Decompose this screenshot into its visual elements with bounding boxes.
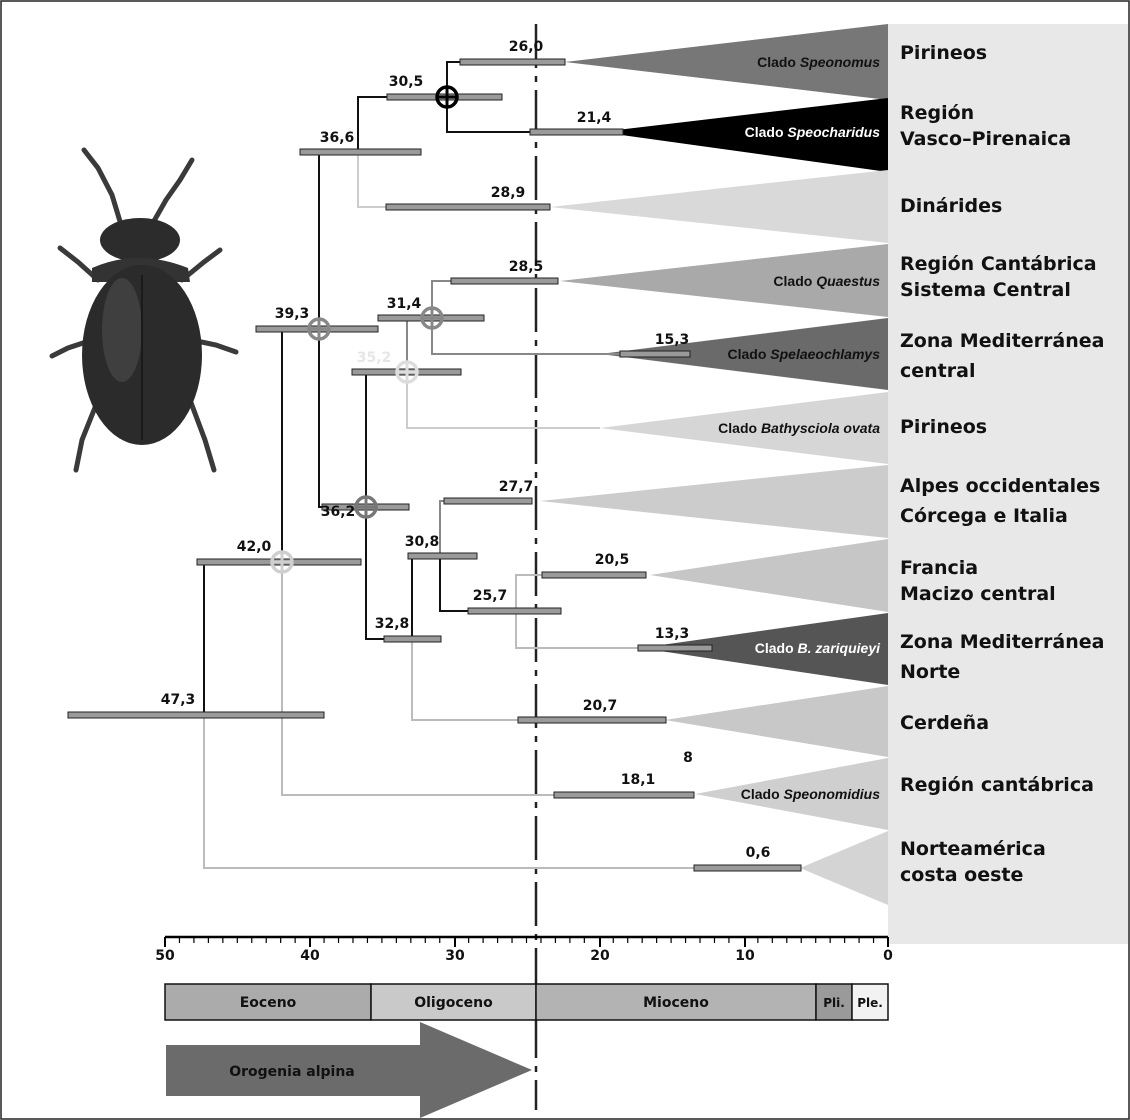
age-label: 27,7 (499, 479, 534, 495)
epoch-label: Mioceno (643, 995, 709, 1011)
clade-label: Clado Speocharidus (745, 124, 881, 140)
region-label-line: Región Cantábrica (900, 251, 1097, 277)
region-label-line: Dinárides (900, 193, 1002, 219)
clade-label: Clado Spelaeochlamys (727, 346, 880, 362)
age-label: 31,4 (387, 296, 422, 312)
region-label: Norteaméricacosta oeste (900, 836, 1046, 888)
age-interval-bar (542, 572, 646, 578)
age-label: 20,5 (595, 552, 630, 568)
age-label: 21,4 (577, 110, 612, 126)
region-label-line: Norteamérica (900, 836, 1046, 862)
region-label-line: central (900, 356, 1104, 386)
age-label: 0,6 (746, 845, 771, 861)
epoch-label: Oligoceno (414, 995, 493, 1011)
age-interval-bar (384, 636, 441, 642)
age-label: 20,7 (583, 698, 618, 714)
epoch-label: Pli. (823, 996, 845, 1010)
age-label: 28,5 (509, 259, 544, 275)
region-label-line: Pirineos (900, 40, 987, 66)
age-interval-bar (460, 59, 565, 65)
age-label: 28,9 (491, 185, 526, 201)
clade-label: Clado Quaestus (773, 273, 880, 289)
axis-tick-label: 50 (155, 948, 175, 964)
age-interval-bar (300, 149, 421, 155)
epoch-bar: Eoceno Oligoceno Mioceno Pli. Ple. (165, 984, 888, 1020)
region-label: Alpes occidentalesCórcega e Italia (900, 471, 1100, 531)
region-label: Región cantábrica (900, 772, 1094, 798)
region-label: Región CantábricaSistema Central (900, 251, 1097, 303)
age-label: 25,7 (473, 588, 508, 604)
region-label-line: Norte (900, 657, 1104, 687)
age-label: 39,3 (275, 306, 310, 322)
axis-tick-label: 20 (590, 948, 610, 964)
clade-label: Clado B. zariquieyi (755, 640, 881, 656)
region-label: Pirineos (900, 40, 987, 66)
region-label: FranciaMacizo central (900, 555, 1056, 607)
age-label: 30,5 (389, 74, 424, 90)
age-label: 36,6 (320, 130, 355, 146)
region-label: Cerdeña (900, 710, 989, 736)
age-label: 30,8 (405, 534, 440, 550)
age-interval-bar (386, 204, 550, 210)
axis-tick-label: 0 (883, 948, 893, 964)
region-label-line: Zona Mediterránea (900, 326, 1104, 356)
age-label: 13,3 (655, 626, 690, 642)
age-interval-bar (694, 865, 801, 871)
axis-tick-label: 40 (300, 948, 320, 964)
epoch-label: Ple. (857, 996, 883, 1010)
region-label-line: Pirineos (900, 414, 987, 440)
age-interval-bar (518, 717, 666, 723)
age-label: 36,2 (321, 504, 356, 520)
region-label: RegiónVasco–Pirenaica (900, 100, 1071, 152)
region-label-line: Zona Mediterránea (900, 627, 1104, 657)
age-label: 35,2 (357, 350, 392, 366)
region-label-line: Córcega e Italia (900, 501, 1100, 531)
region-label-line: Alpes occidentales (900, 471, 1100, 501)
epoch-label: Eoceno (240, 995, 297, 1011)
orogeny-label: Orogenia alpina (229, 1064, 355, 1080)
age-label: 15,3 (655, 332, 690, 348)
age-interval-bar (451, 278, 558, 284)
region-label: Pirineos (900, 414, 987, 440)
clade-label: Clado Speonomidius (741, 786, 880, 802)
age-interval-bar (530, 129, 623, 135)
axis-tick-label: 30 (445, 948, 465, 964)
axis-tick-label: 10 (735, 948, 755, 964)
age-label: 8 (683, 750, 693, 766)
region-label-line: Región (900, 100, 1071, 126)
region-label-line: Macizo central (900, 581, 1056, 607)
region-label: Zona MediterráneaNorte (900, 627, 1104, 687)
region-label-line: Francia (900, 555, 1056, 581)
clade-label: Clado Bathysciola ovata (718, 420, 880, 436)
clade-label: Clado Speonomus (757, 54, 880, 70)
age-interval-bar (68, 712, 324, 718)
age-interval-bar (444, 498, 532, 504)
age-label: 47,3 (161, 692, 196, 708)
region-label-line: Cerdeña (900, 710, 989, 736)
age-interval-bar (554, 792, 694, 798)
age-interval-bar (620, 351, 690, 357)
region-label-line: Sistema Central (900, 277, 1097, 303)
age-label: 26,0 (509, 39, 544, 55)
region-label-line: costa oeste (900, 862, 1046, 888)
region-label-line: Región cantábrica (900, 772, 1094, 798)
age-label: 18,1 (621, 772, 656, 788)
region-label-line: Vasco–Pirenaica (900, 126, 1071, 152)
age-interval-bar (408, 553, 477, 559)
age-interval-bar (638, 645, 712, 651)
region-label: Dinárides (900, 193, 1002, 219)
age-label: 42,0 (237, 539, 272, 555)
region-label: Zona Mediterráneacentral (900, 326, 1104, 386)
age-interval-bar (468, 608, 561, 614)
age-label: 32,8 (375, 616, 410, 632)
